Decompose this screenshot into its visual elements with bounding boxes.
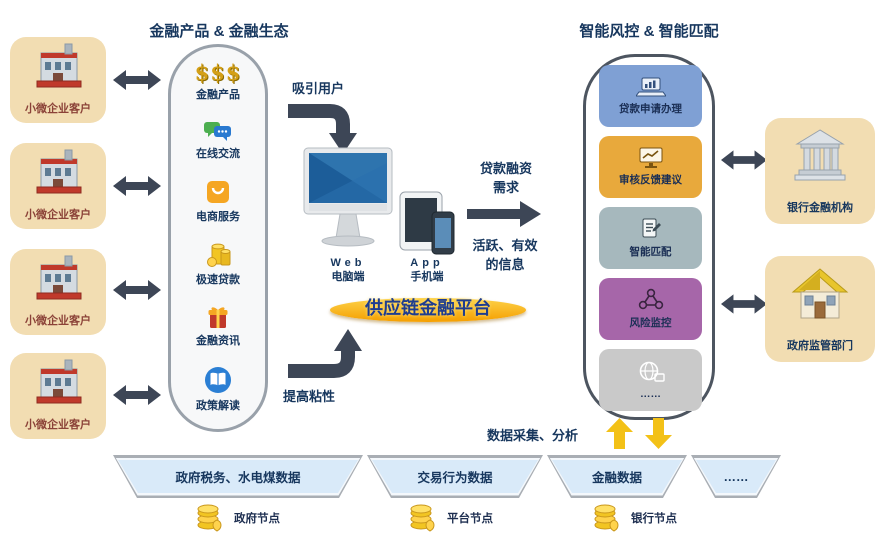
- data-source-more: ……: [691, 455, 781, 498]
- ecosystem-title: 金融产品 & 金融生态: [149, 23, 289, 40]
- factory-icon: [31, 43, 85, 91]
- risk-box-smart-matching: 智能匹配: [599, 207, 702, 269]
- double-arrow-icon: [113, 278, 161, 302]
- coin-stack-icon: [592, 504, 622, 532]
- customer-label: 小微企业客户: [25, 419, 91, 431]
- up-arrow-icon: [606, 418, 633, 449]
- attract-users-label: 吸引用户: [292, 81, 345, 96]
- customer-label: 小微企业客户: [25, 103, 91, 115]
- node-bank: 银行节点: [592, 504, 677, 532]
- customer-box: 小微企业客户: [10, 143, 106, 229]
- eco-item-financial-news: 金融资讯: [196, 305, 240, 348]
- coins-icon: [203, 242, 233, 268]
- government-icon: [789, 266, 851, 322]
- web-device-label: Web 电脑端: [330, 257, 366, 283]
- risk-panel: 贷款申请办理 审核反馈建议 智能匹配 风险监控 ……: [583, 54, 715, 420]
- ecosystem-panel: $$$ 金融产品 在线交流 电商服务 极速贷款 金融资讯 政策解读: [168, 44, 268, 432]
- customer-label: 小微企业客户: [25, 315, 91, 327]
- tablet-phone-icon: [398, 190, 456, 256]
- government-partner-box: 政府监管部门: [765, 256, 875, 362]
- gift-icon: [207, 305, 229, 329]
- attract-arrow-icon: [286, 100, 360, 158]
- eco-item-online-chat: 在线交流: [196, 120, 240, 161]
- coin-stack-icon: [408, 504, 438, 532]
- network-icon: [636, 288, 666, 312]
- coin-stack-icon: [195, 504, 225, 532]
- platform-ellipse: [330, 298, 526, 322]
- double-arrow-icon: [113, 68, 161, 92]
- customer-box: 小微企业客户: [10, 353, 106, 439]
- bank-icon: [789, 128, 851, 184]
- data-source-financial: 金融数据: [547, 455, 687, 498]
- node-government: 政府节点: [195, 504, 280, 532]
- customer-label: 小微企业客户: [25, 209, 91, 221]
- platform-title: 供应链金融平台: [365, 298, 491, 318]
- loan-demand-label: 贷款融资 需求: [479, 161, 532, 195]
- bank-partner-box: 银行金融机构: [765, 118, 875, 224]
- eco-item-ecommerce: 电商服务: [196, 179, 240, 224]
- book-icon: [204, 366, 232, 394]
- desktop-computer-icon: [296, 146, 400, 258]
- chat-icon: [203, 120, 233, 142]
- data-collection-label: 数据采集、分析: [487, 428, 579, 443]
- data-source-gov-tax: 政府税务、水电煤数据: [113, 455, 363, 498]
- down-arrow-icon: [645, 418, 672, 449]
- double-arrow-icon: [721, 148, 769, 172]
- shopping-bag-icon: [205, 179, 231, 205]
- data-source-transactions: 交易行为数据: [367, 455, 543, 498]
- document-edit-icon: [639, 217, 663, 241]
- double-arrow-icon: [113, 383, 161, 407]
- monitor-chart-icon: [636, 147, 666, 169]
- eco-item-financial-products: $$$ 金融产品: [194, 60, 242, 101]
- customer-box: 小微企业客户: [10, 249, 106, 335]
- risk-box-loan-application: 贷款申请办理: [599, 65, 702, 127]
- node-platform: 平台节点: [408, 504, 493, 532]
- customer-box: 小微企业客户: [10, 37, 106, 123]
- stickiness-label: 提高粘性: [283, 389, 336, 404]
- factory-icon: [31, 359, 85, 407]
- stickiness-arrow-icon: [286, 326, 366, 382]
- risk-title: 智能风控 & 智能匹配: [579, 23, 719, 40]
- active-info-label: 活跃、有效 的信息: [472, 238, 538, 272]
- double-arrow-icon: [721, 292, 769, 316]
- factory-icon: [31, 149, 85, 197]
- double-arrow-icon: [113, 174, 161, 198]
- right-arrow-icon: [467, 201, 541, 227]
- app-device-label: App 手机端: [410, 257, 444, 283]
- laptop-icon: [635, 76, 666, 98]
- dollar-icon: $$$: [194, 60, 242, 85]
- eco-item-policy-reading: 政策解读: [196, 366, 240, 413]
- eco-item-fast-loan: 极速贷款: [196, 242, 240, 287]
- risk-box-more: ……: [599, 349, 702, 411]
- globe-icon: [636, 361, 666, 385]
- risk-box-risk-monitoring: 风险监控: [599, 278, 702, 340]
- risk-box-review-feedback: 审核反馈建议: [599, 136, 702, 198]
- factory-icon: [31, 255, 85, 303]
